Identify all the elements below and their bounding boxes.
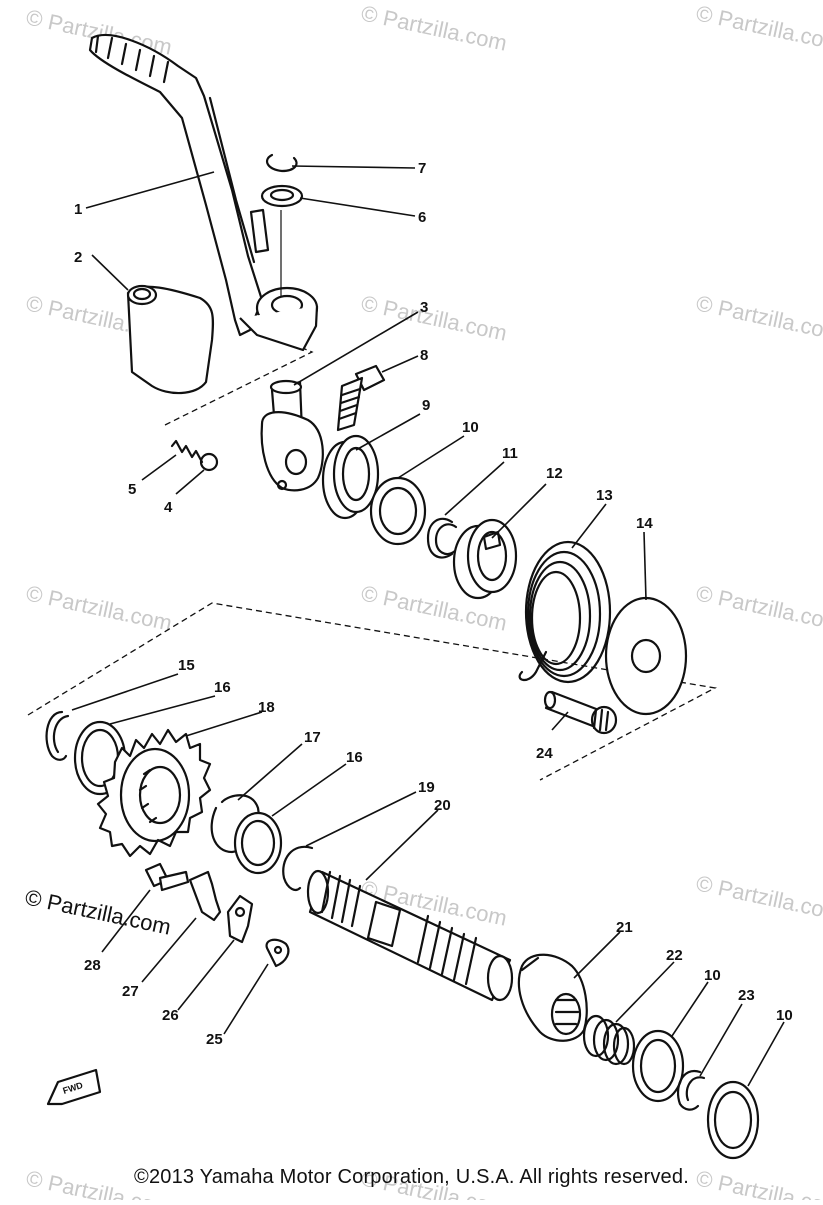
callout-label: 19 xyxy=(418,779,435,796)
callout-label: 16 xyxy=(214,679,231,696)
stopper-plate-part xyxy=(226,894,254,944)
copyright-notice: ©2013 Yamaha Motor Corporation, U.S.A. A… xyxy=(134,1166,689,1188)
boot-cover-part xyxy=(126,284,215,395)
circlip-part xyxy=(676,1069,702,1111)
kick-axle-part xyxy=(306,869,514,1002)
stopper-plate-hole xyxy=(234,906,246,918)
assembly-outline-upper xyxy=(164,321,314,426)
callout-label: 27 xyxy=(122,983,139,1000)
circlip-part-inner xyxy=(52,714,70,754)
circlip-part xyxy=(265,153,298,173)
washer-hole xyxy=(269,188,295,202)
torsion-spring-part xyxy=(518,540,612,684)
ball-part xyxy=(199,452,219,472)
callout-label: 14 xyxy=(636,515,653,532)
callout-label: 11 xyxy=(502,445,518,462)
callout-label: 1 xyxy=(74,201,82,218)
watermarks: © Partzilla.com © Partzilla.com © Partzi… xyxy=(24,0,823,1205)
plate-washer-part xyxy=(604,596,688,716)
callout-label: 6 xyxy=(418,209,426,226)
callout-label: 2 xyxy=(74,249,82,266)
callout-label: 22 xyxy=(666,947,683,964)
partzilla-logo: © Partzilla.com xyxy=(23,884,173,939)
watermark: © Partzilla.com xyxy=(694,0,823,55)
bolt-part xyxy=(144,862,190,892)
watermark: © Partzilla.com xyxy=(24,580,174,635)
callout-label: 10 xyxy=(704,967,721,984)
watermark: © Partzilla.com xyxy=(694,870,823,925)
callout-label: 12 xyxy=(546,465,563,482)
plate-washer-hole xyxy=(630,638,662,674)
bolt-part xyxy=(336,364,386,432)
callout-label: 16 xyxy=(346,749,363,766)
callout-label: 9 xyxy=(422,397,430,414)
circlip-part xyxy=(426,517,454,559)
watermark: © Partzilla.com xyxy=(694,580,823,635)
lock-washer-hole xyxy=(273,945,283,955)
circlip-part xyxy=(45,710,68,761)
callout-label: 18 xyxy=(258,699,275,716)
oil-seal-part xyxy=(321,434,380,520)
callout-label: 17 xyxy=(304,729,321,746)
kick-crank-part xyxy=(88,33,319,352)
spring-guide-part xyxy=(452,518,518,600)
watermark: © Partzilla.com xyxy=(359,290,509,345)
callout-label: 3 xyxy=(420,299,428,316)
callout-label: 13 xyxy=(596,487,613,504)
callouts: 1 2 3 4 5 6 7 8 9 10 11 12 13 14 15 16 1… xyxy=(74,160,793,1048)
callout-label: 25 xyxy=(206,1031,223,1048)
circlip-part-inner xyxy=(685,1076,706,1102)
callout-label: 26 xyxy=(162,1007,179,1024)
callout-label: 15 xyxy=(178,657,195,674)
callout-label: 7 xyxy=(418,160,426,177)
forward-arrow-icon: FWD xyxy=(46,1068,102,1106)
callout-label: 5 xyxy=(128,481,136,498)
callout-label: 23 xyxy=(738,987,755,1004)
ratchet-spring-part xyxy=(582,1014,636,1066)
ratchet-part xyxy=(517,953,588,1042)
pin-part xyxy=(543,690,618,735)
callout-label: 28 xyxy=(84,957,101,974)
watermark: © Partzilla.com xyxy=(359,0,509,55)
washer-hole xyxy=(639,1038,677,1094)
callout-label: 21 xyxy=(616,919,633,936)
kick-boss-part xyxy=(260,379,324,492)
spring-part xyxy=(170,439,204,464)
callout-label: 20 xyxy=(434,797,451,814)
washer-part xyxy=(260,184,304,208)
callout-label: 4 xyxy=(164,499,173,516)
assembly-outline-middle xyxy=(27,602,718,781)
callout-label: 8 xyxy=(420,347,428,364)
washer-hole xyxy=(713,1090,753,1150)
circlip-part xyxy=(282,845,314,891)
washer-hole xyxy=(240,819,276,867)
callout-label: 10 xyxy=(462,419,479,436)
callout-label: 24 xyxy=(536,745,553,762)
callout-label: 10 xyxy=(776,1007,793,1024)
kick-gear-part xyxy=(96,728,212,858)
leader-lines xyxy=(71,165,785,1087)
circlip-part-inner xyxy=(434,523,458,556)
washer-hole xyxy=(378,486,418,536)
stopper-part xyxy=(188,870,222,922)
watermark: © Partzilla.com xyxy=(694,290,823,345)
